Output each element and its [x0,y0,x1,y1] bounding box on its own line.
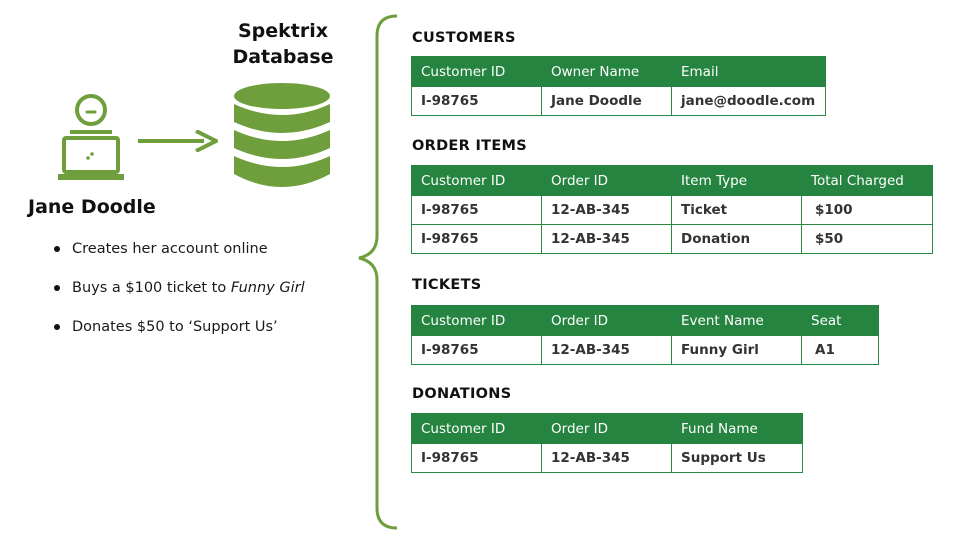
database-title-line2: Database [232,46,334,68]
column-header: Email [671,56,826,87]
customers-title: CUSTOMERS [412,30,516,46]
column-header: Order ID [541,165,672,196]
action-text: Creates her account online [72,241,268,257]
tickets-title: TICKETS [412,277,482,293]
table-cell: $100 [801,195,933,225]
action-text: Donates $50 to ‘Support Us’ [72,319,278,335]
donations-title: DONATIONS [412,386,512,402]
table-header-row: Customer ID Order ID Event Name Seat [411,305,879,336]
table-header-row: Customer ID Owner Name Email [411,56,826,87]
tickets-table: Customer ID Order ID Event Name Seat I-9… [411,305,879,365]
database-title: Spektrix Database [222,18,344,70]
column-header: Customer ID [411,165,542,196]
action-item-donation: Donates $50 to ‘Support Us’ [52,318,305,357]
table-cell: Funny Girl [671,335,802,365]
table-cell: I-98765 [411,86,542,116]
user-laptop-icon [58,94,124,180]
action-item-account: Creates her account online [52,240,305,279]
table-header-row: Customer ID Order ID Fund Name [411,413,803,444]
person-name: Jane Doodle [28,196,156,218]
table-cell: I-98765 [411,224,542,254]
column-header: Owner Name [541,56,672,87]
database-icon [234,83,330,187]
action-text: Buys a $100 ticket to [72,280,231,296]
table-row: I-98765 12-AB-345 Ticket $100 [411,195,933,225]
column-header: Customer ID [411,305,542,336]
table-row: I-98765 12-AB-345 Donation $50 [411,224,933,254]
column-header: Total Charged [801,165,933,196]
order-items-title: ORDER ITEMS [412,138,528,154]
order-items-table: Customer ID Order ID Item Type Total Cha… [411,165,933,254]
action-list: Creates her account online Buys a $100 t… [52,240,305,357]
table-row: I-98765 12-AB-345 Funny Girl A1 [411,335,879,365]
table-row: I-98765 12-AB-345 Support Us [411,443,803,473]
table-cell: 12-AB-345 [541,443,672,473]
table-cell: I-98765 [411,195,542,225]
arrow-right-icon [138,130,218,152]
table-header-row: Customer ID Order ID Item Type Total Cha… [411,165,933,196]
column-header: Seat [801,305,879,336]
column-header: Customer ID [411,56,542,87]
event-name-italic: Funny Girl [230,280,305,296]
column-header: Order ID [541,413,672,444]
curly-brace-icon [358,14,398,530]
database-title-line1: Spektrix [237,20,329,42]
column-header: Event Name [671,305,802,336]
table-cell: Donation [671,224,802,254]
table-cell: jane@doodle.com [671,86,826,116]
action-item-ticket: Buys a $100 ticket to Funny Girl [52,279,305,318]
table-cell: 12-AB-345 [541,224,672,254]
column-header: Item Type [671,165,802,196]
table-row: I-98765 Jane Doodle jane@doodle.com [411,86,826,116]
table-cell: 12-AB-345 [541,335,672,365]
table-cell: A1 [801,335,879,365]
donations-table: Customer ID Order ID Fund Name I-98765 1… [411,413,803,473]
table-cell: Support Us [671,443,803,473]
column-header: Fund Name [671,413,803,444]
table-cell: I-98765 [411,335,542,365]
table-cell: $50 [801,224,933,254]
table-cell: Jane Doodle [541,86,672,116]
column-header: Order ID [541,305,672,336]
table-cell: I-98765 [411,443,542,473]
column-header: Customer ID [411,413,542,444]
table-cell: Ticket [671,195,802,225]
customers-table: Customer ID Owner Name Email I-98765 Jan… [411,56,826,116]
table-cell: 12-AB-345 [541,195,672,225]
